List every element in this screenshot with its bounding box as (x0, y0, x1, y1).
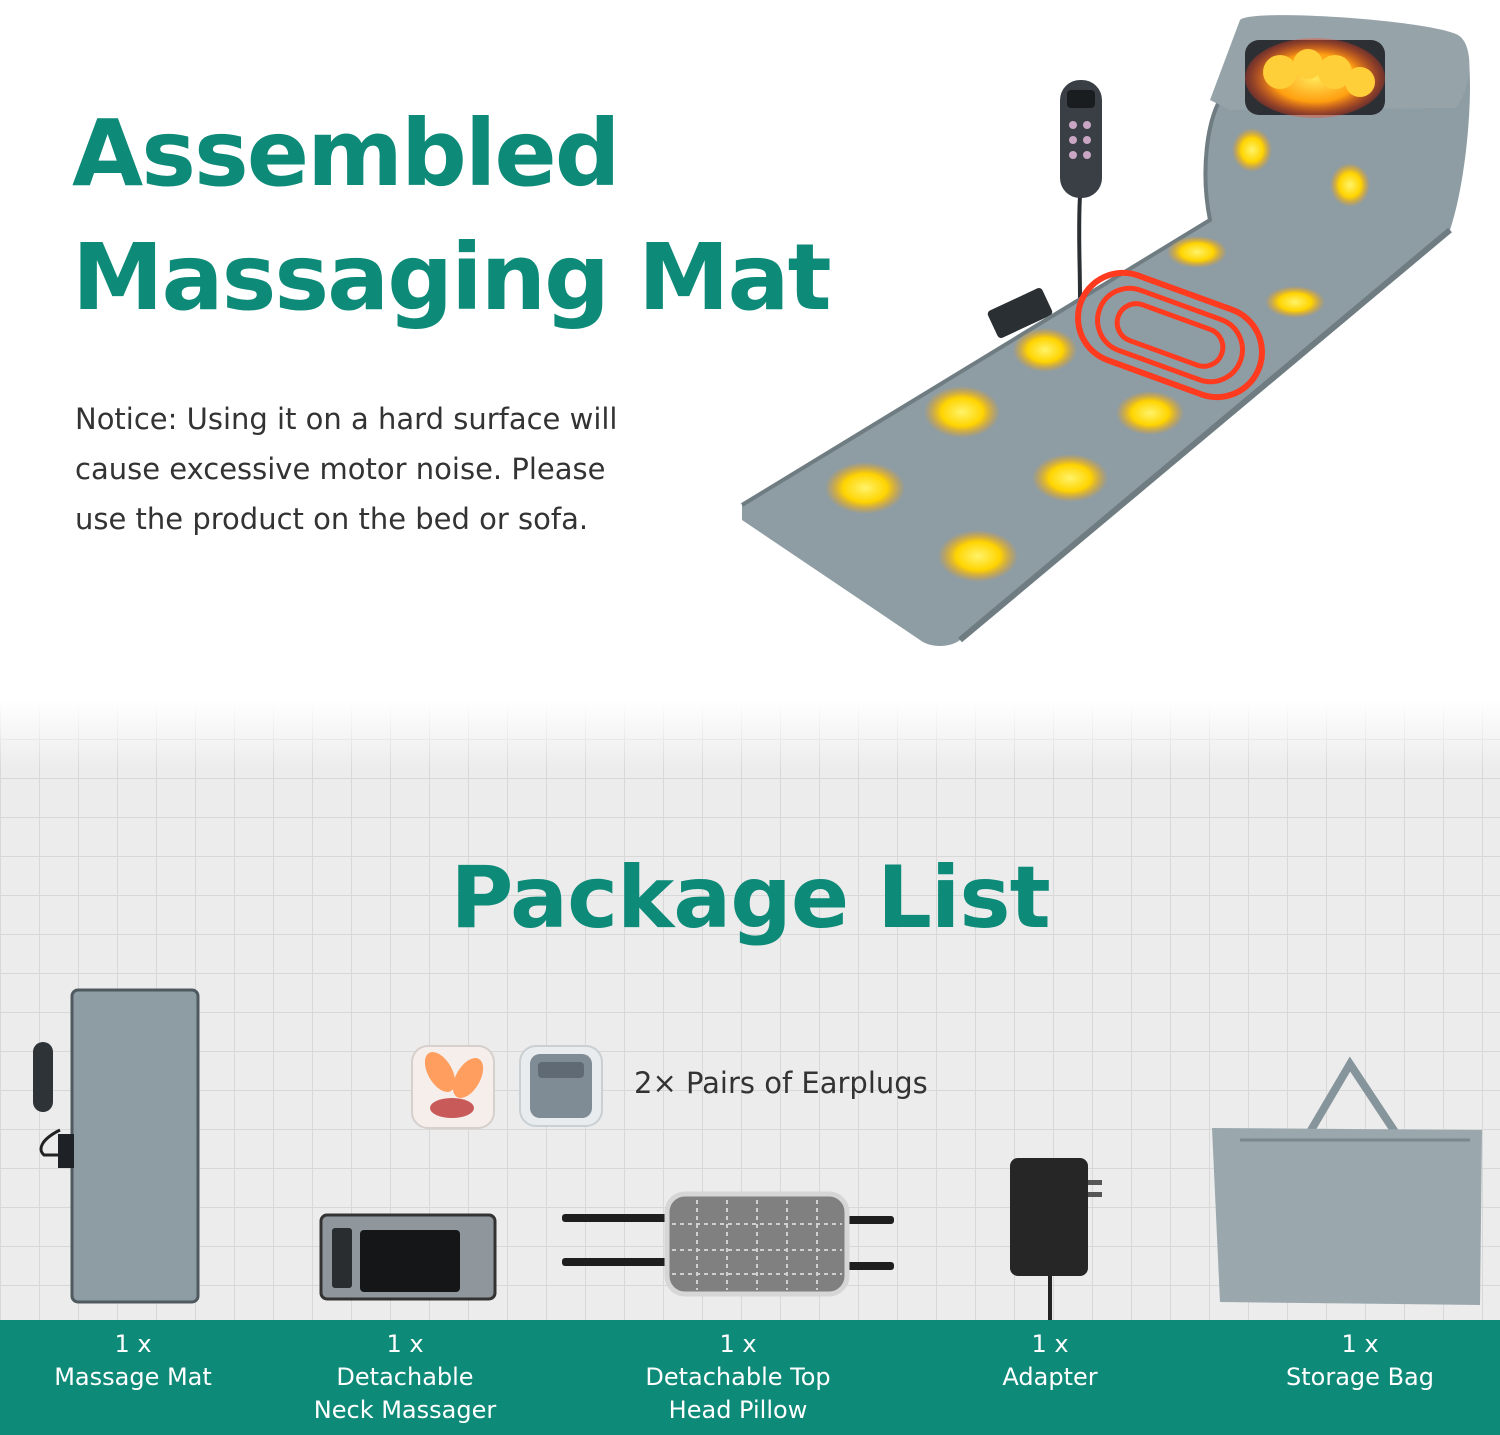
notice-line1: Notice: Using it on a hard surface will (75, 402, 618, 436)
item-name: Adapter (1002, 1363, 1098, 1391)
item-name-line2: Head Pillow (668, 1396, 808, 1424)
neck-massager-item-icon (319, 1213, 497, 1301)
item-name: Detachable Top (645, 1363, 831, 1391)
item-neck-massager: 1 x Detachable Neck Massager (290, 1328, 520, 1427)
massage-mat-item-icon (33, 988, 200, 1304)
package-items-illustration (33, 988, 1482, 1320)
item-adapter: 1 x Adapter (960, 1328, 1140, 1394)
item-qty: 1 x (1031, 1330, 1069, 1358)
hero-title-line1: Assembled (72, 100, 621, 207)
assembled-mat-illustration (740, 15, 1470, 646)
item-qty: 1 x (114, 1330, 152, 1358)
item-name: Storage Bag (1286, 1363, 1434, 1391)
storage-bag-item-icon (1212, 1056, 1482, 1305)
item-name-line2: Neck Massager (313, 1396, 497, 1424)
earplugs-gray-icon (519, 1045, 603, 1127)
item-name: Massage Mat (54, 1363, 212, 1391)
hero-title-line2: Massaging Mat (72, 224, 832, 331)
head-pillow-item-icon (562, 1191, 894, 1297)
item-storage-bag: 1 x Storage Bag (1260, 1328, 1460, 1394)
item-qty: 1 x (386, 1330, 424, 1358)
item-head-pillow: 1 x Detachable Top Head Pillow (620, 1328, 856, 1427)
heating-pad-icon (1075, 269, 1265, 401)
item-massage-mat: 1 x Massage Mat (33, 1328, 233, 1394)
adapter-item-icon (1010, 1158, 1102, 1320)
package-items-bar: 1 x Massage Mat 1 x Detachable Neck Mass… (0, 1320, 1500, 1435)
earplugs-orange-icon (411, 1045, 495, 1129)
notice-line2: cause excessive motor noise. Please (75, 452, 606, 486)
massage-nodes-icon (825, 128, 1370, 582)
hero-section: Assembled Massaging Mat Notice: Using it… (0, 0, 1500, 700)
item-qty: 1 x (719, 1330, 757, 1358)
earplugs-label: 2× Pairs of Earplugs (634, 1066, 928, 1100)
package-title: Package List (450, 848, 1050, 948)
mat-body-icon (740, 15, 1470, 646)
item-qty: 1 x (1341, 1330, 1379, 1358)
hero-title: Assembled Massaging Mat (72, 92, 932, 340)
item-name: Detachable (336, 1363, 474, 1391)
remote-control-icon (987, 80, 1102, 338)
package-section: Package List (0, 700, 1500, 1320)
notice-line3: use the product on the bed or sofa. (75, 502, 589, 536)
notice-text: Notice: Using it on a hard surface will … (75, 394, 715, 544)
